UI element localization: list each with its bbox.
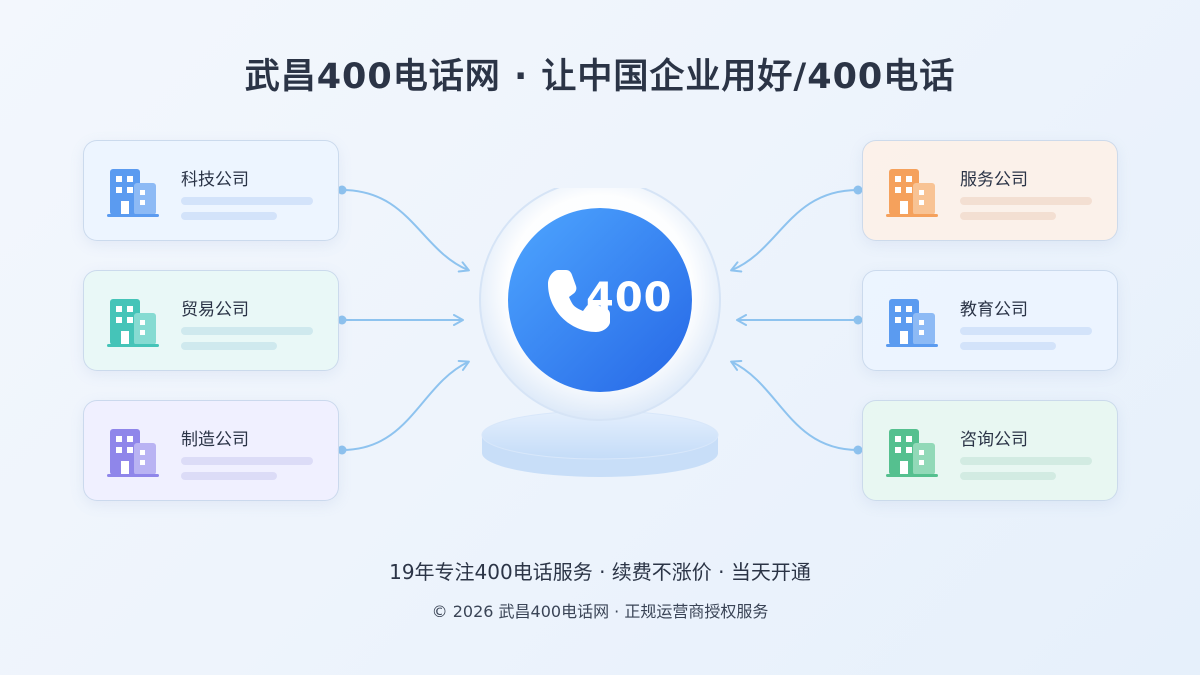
placeholder-line xyxy=(960,457,1092,465)
connector-line-left-1 xyxy=(341,189,470,273)
connector-dot xyxy=(337,445,347,455)
building-icon xyxy=(107,299,159,347)
placeholder-line xyxy=(960,327,1092,335)
card-trade-company[interactable]: 贸易公司 xyxy=(83,270,339,371)
hub-graphic xyxy=(479,188,721,477)
building-icon xyxy=(886,169,938,217)
building-icon xyxy=(107,429,159,477)
placeholder-line xyxy=(960,197,1092,205)
placeholder-line xyxy=(960,212,1056,220)
placeholder-line xyxy=(181,327,313,335)
connector-dot xyxy=(853,315,863,325)
card-label: 教育公司 xyxy=(960,300,1028,320)
card-label: 贸易公司 xyxy=(181,300,249,320)
connector-line-right-1 xyxy=(730,189,859,273)
building-icon xyxy=(107,169,159,217)
hub-400[interactable]: 400 xyxy=(478,188,722,488)
phone-icon xyxy=(548,270,610,332)
placeholder-line xyxy=(181,212,277,220)
connector-line-left-3 xyxy=(341,359,470,451)
card-tech-company[interactable]: 科技公司 xyxy=(83,140,339,241)
placeholder-line xyxy=(181,197,313,205)
page-title: 武昌400电话网 · 让中国企业用好/400电话 xyxy=(244,57,956,97)
connector-dot xyxy=(853,445,863,455)
card-consulting-company[interactable]: 咨询公司 xyxy=(862,400,1118,501)
placeholder-line xyxy=(181,457,313,465)
card-service-company[interactable]: 服务公司 xyxy=(862,140,1118,241)
placeholder-line xyxy=(960,472,1056,480)
hub-circle xyxy=(508,208,692,392)
placeholder-line xyxy=(181,342,277,350)
connector-line-right-3 xyxy=(730,359,859,451)
card-label: 制造公司 xyxy=(181,430,249,450)
footer-copyright: © 2026 武昌400电话网 · 正规运营商授权服务 xyxy=(431,602,769,621)
footer-tagline: 19年专注400电话服务 · 续费不涨价 · 当天开通 xyxy=(389,560,811,584)
connector-dot xyxy=(337,185,347,195)
placeholder-line xyxy=(181,472,277,480)
card-label: 服务公司 xyxy=(960,170,1028,190)
connector-dot xyxy=(853,185,863,195)
connector-dot xyxy=(337,315,347,325)
hub-number: 400 xyxy=(586,275,673,321)
building-icon xyxy=(886,299,938,347)
placeholder-line xyxy=(960,342,1056,350)
card-manufacturing-company[interactable]: 制造公司 xyxy=(83,400,339,501)
card-education-company[interactable]: 教育公司 xyxy=(862,270,1118,371)
building-icon xyxy=(886,429,938,477)
card-label: 科技公司 xyxy=(181,170,249,190)
card-label: 咨询公司 xyxy=(960,430,1028,450)
